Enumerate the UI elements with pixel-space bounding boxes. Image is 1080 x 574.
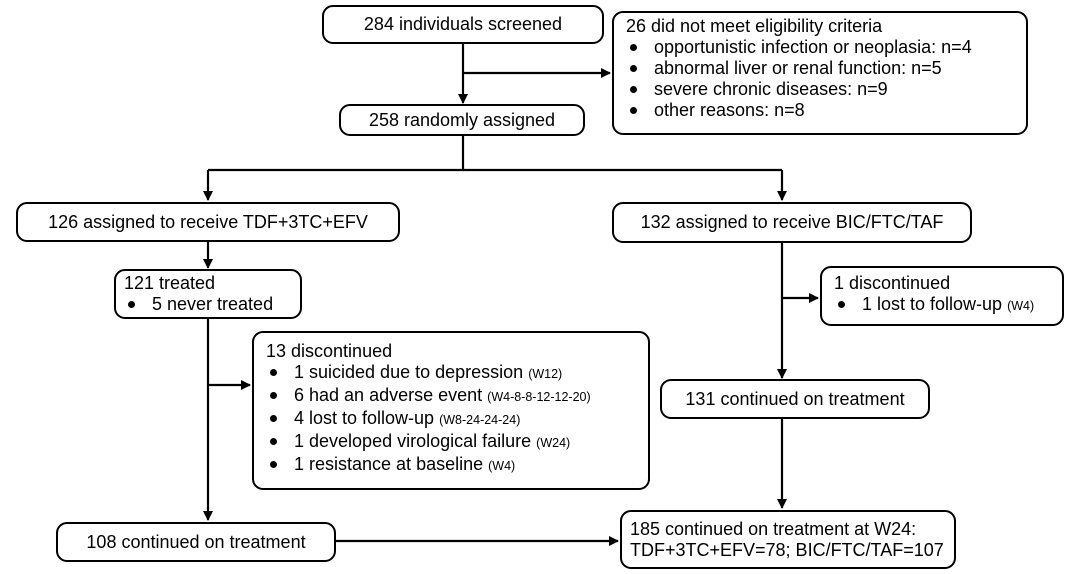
right-discontinued-title: 1 discontinued — [834, 273, 951, 293]
right-discontinued-box: 1 discontinued 1 lost to follow-up (W4) — [820, 266, 1064, 326]
list-item: 1 developed virological failure (W24) — [266, 431, 640, 454]
list-item: 1 lost to follow-up (W4) — [834, 294, 1054, 317]
right-arm-assigned-text: 132 assigned to receive BIC/FTC/TAF — [640, 212, 944, 232]
list-item: other reasons: n=8 — [626, 100, 1016, 121]
excluded-title: 26 did not meet eligibility criteria — [626, 16, 883, 36]
left-arm-assigned-box: 126 assigned to receive TDF+3TC+EFV — [16, 202, 400, 242]
excluded-box: 26 did not meet eligibility criteria opp… — [612, 11, 1028, 135]
left-discontinued-box: 13 discontinued 1 suicided due to depres… — [252, 331, 650, 490]
left-discontinued-title: 13 discontinued — [266, 341, 393, 361]
final-result-box: 185 continued on treatment at W24: TDF+3… — [620, 510, 956, 569]
list-item: 6 had an adverse event (W4-8-8-12-12-20) — [266, 385, 640, 408]
randomized-box: 258 randomly assigned — [339, 104, 585, 136]
final-line-1: 185 continued on treatment at W24: — [630, 518, 917, 539]
list-item: 1 resistance at baseline (W4) — [266, 454, 640, 477]
left-treated-title: 121 treated — [124, 273, 216, 293]
left-treated-list: 5 never treated — [124, 294, 292, 315]
screened-text: 284 individuals screened — [363, 14, 563, 34]
list-item: abnormal liver or renal function: n=5 — [626, 58, 1016, 79]
right-continued-text: 131 continued on treatment — [685, 388, 905, 409]
left-continued-box: 108 continued on treatment — [56, 522, 336, 562]
right-continued-box: 131 continued on treatment — [660, 379, 930, 419]
final-line-2: TDF+3TC+EFV=78; BIC/FTC/TAF=107 — [630, 539, 944, 560]
randomized-text: 258 randomly assigned — [368, 109, 556, 130]
list-item: 5 never treated — [124, 294, 292, 315]
list-item: 4 lost to follow-up (W8-24-24-24) — [266, 408, 640, 431]
left-continued-text: 108 continued on treatment — [86, 531, 306, 552]
list-item: opportunistic infection or neoplasia: n=… — [626, 37, 1016, 58]
left-discontinued-list: 1 suicided due to depression (W12) 6 had… — [266, 362, 640, 477]
right-arm-assigned-box: 132 assigned to receive BIC/FTC/TAF — [612, 202, 972, 243]
excluded-list: opportunistic infection or neoplasia: n=… — [626, 37, 1016, 121]
screened-box: 284 individuals screened — [322, 5, 604, 44]
left-arm-assigned-text: 126 assigned to receive TDF+3TC+EFV — [48, 211, 368, 232]
right-discontinued-list: 1 lost to follow-up (W4) — [834, 294, 1054, 317]
left-treated-box: 121 treated 5 never treated — [114, 269, 302, 319]
list-item: 1 suicided due to depression (W12) — [266, 362, 640, 385]
list-item: severe chronic diseases: n=9 — [626, 79, 1016, 100]
